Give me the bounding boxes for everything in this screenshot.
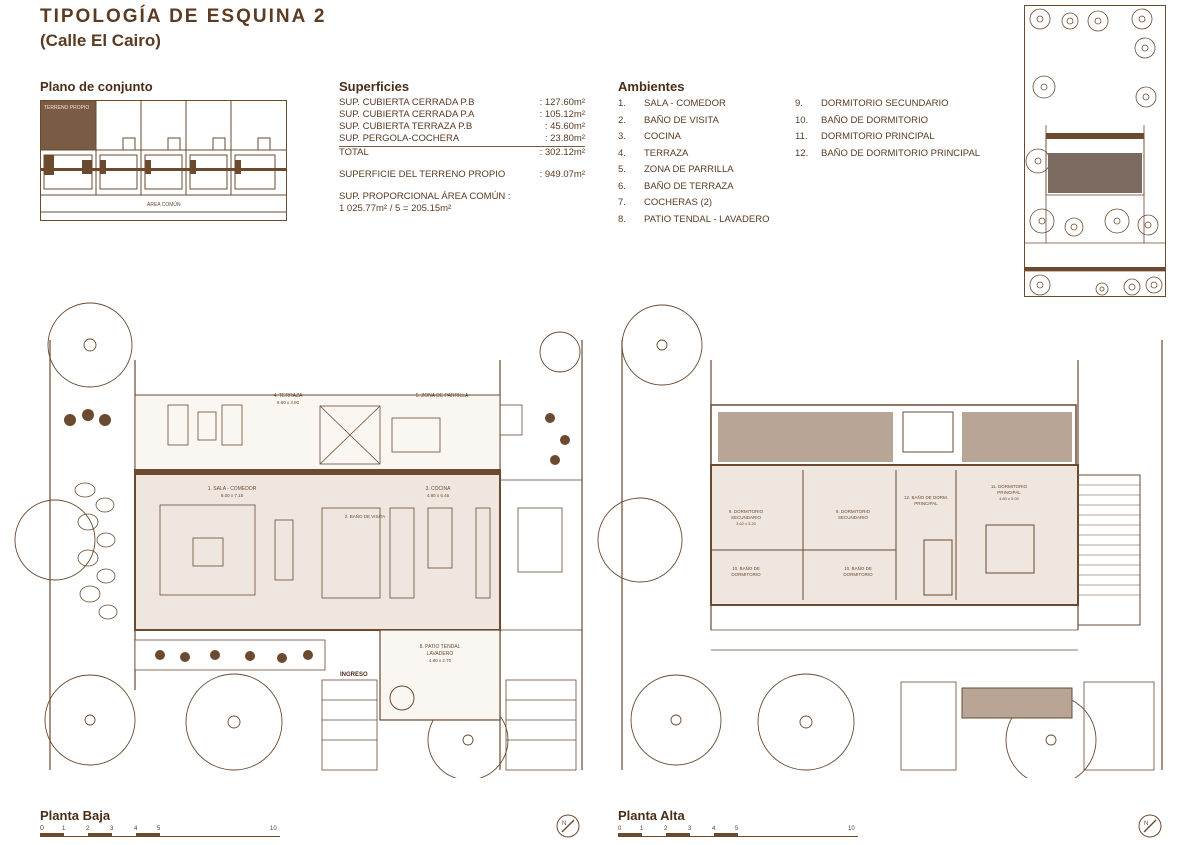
dorm-sec-a-dim: 3.62 x 3.20 [736, 521, 757, 526]
bano-b-label-2: DORMITORIO [843, 572, 873, 577]
superficie-total: TOTAL: 302.12m² [339, 147, 585, 158]
superficie-proporcional: SUP. PROPORCIONAL ÁREA COMÚN : [339, 191, 511, 202]
svg-text:5: 5 [157, 826, 161, 832]
bano-a-label: 10. BAÑO DE [732, 565, 760, 571]
dorm-sec-a-label: 9. DORMITORIO [729, 509, 764, 514]
dorm-ppal-dim: 4.80 x 5.00 [999, 496, 1020, 501]
superficie-terreno: SUPERFICIE DEL TERRENO PROPIO: 949.07m² [339, 169, 585, 180]
scale-bar-alta: 0 1 2 3 4 5 10 [618, 826, 858, 837]
plano-conjunto-heading: Plano de conjunto [40, 79, 153, 94]
ambiente-item: 6.BAÑO DE TERRAZA [618, 180, 734, 192]
dorm-ppal-label: 11. DORMITORIO [991, 484, 1028, 489]
svg-text:4: 4 [712, 826, 716, 832]
ambiente-item: 2.BAÑO DE VISITA [618, 114, 719, 126]
planta-alta-label: Planta Alta [618, 808, 685, 823]
svg-text:1: 1 [640, 826, 644, 832]
ambiente-item: 10.BAÑO DE DORMITORIO [795, 114, 928, 126]
ambiente-item: 11.DORMITORIO PRINCIPAL [795, 131, 935, 142]
svg-text:3: 3 [110, 826, 114, 832]
superficies-heading: Superficies [339, 79, 410, 94]
terraza-dim: 9.60 x 3.90 [277, 400, 300, 405]
sala-dim: 8.00 x 7.15 [221, 493, 244, 498]
superficie-row: SUP. CUBIERTA TERRAZA P.B: 45.60m² [339, 121, 585, 132]
superficies-table: SUP. CUBIERTA CERRADA P.B: 127.60m² SUP.… [339, 97, 585, 215]
dorm-sec-a-label-2: SECUNDARIO [731, 515, 762, 520]
svg-text:3: 3 [688, 826, 692, 832]
svg-text:2: 2 [664, 826, 668, 832]
area-comun-label: ÁREA COMÚN [147, 201, 181, 208]
planta-baja-plan: 4. TERRAZA 9.60 x 3.90 5. ZONA DE PARRIL… [14, 302, 583, 778]
page-title: TIPOLOGÍA DE ESQUINA 2 [40, 6, 327, 27]
svg-text:4: 4 [134, 826, 138, 832]
terreno-propio-label: TERRENO PROPIO [44, 105, 89, 111]
bano-ppal-label-2: PRINCIPAL [914, 501, 938, 506]
north-arrow-icon: N [1138, 814, 1162, 838]
superficie-proporcional-calc: 1 025.77m² / 5 = 205.15m² [339, 203, 452, 214]
patio-label-2: LAVADERO [427, 651, 454, 657]
svg-text:N: N [1144, 821, 1148, 827]
dorm-ppal-label-2: PRINCIPAL [997, 490, 1021, 495]
ambiente-item: 4.TERRAZA [618, 147, 689, 159]
ambiente-item: 7.COCHERAS (2) [618, 197, 713, 208]
sala-label: 1. SALA - COMEDOR [208, 486, 257, 492]
bano-ppal-label: 12. BAÑO DE DORM. [904, 494, 948, 500]
ambientes-heading: Ambientes [618, 79, 685, 94]
dorm-sec-b-label: 9. DORMITORIO [836, 509, 871, 514]
svg-text:10: 10 [848, 826, 855, 832]
patio-label: 8. PATIO TENDAL [420, 644, 461, 650]
ingreso-label: INGRESO [340, 672, 368, 678]
dorm-sec-b-label-2: SECUNDARIO [838, 515, 869, 520]
ambientes-list-2: 9.DORMITORIO SECUNDARIO 10.BAÑO DE DORMI… [795, 96, 980, 162]
cocina-dim: 4.80 x 6.45 [427, 493, 450, 498]
svg-text:10: 10 [270, 826, 277, 832]
svg-text:0: 0 [40, 825, 44, 832]
ambiente-item: 3.COCINA [618, 131, 681, 142]
site-plan-diagram: TERRENO PROPIO ÁREA COMÚN [40, 100, 287, 221]
planta-baja-label: Planta Baja [40, 808, 111, 823]
svg-text:1: 1 [62, 826, 66, 832]
cocina-label: 3. COCINA [425, 486, 451, 492]
patio-dim: 4.80 x 2.70 [429, 658, 452, 663]
ambiente-item: 1.SALA - COMEDOR [618, 98, 726, 109]
north-arrow-icon: N [556, 814, 580, 838]
ambiente-item: 9.DORMITORIO SECUNDARIO [795, 98, 949, 109]
parrilla-label: 5. ZONA DE PARRILLA [416, 393, 469, 399]
svg-text:N: N [562, 821, 566, 827]
ambientes-list-1: 1.SALA - COMEDOR 2.BAÑO DE VISITA 3.COCI… [618, 96, 769, 228]
scale-bar-baja: 0 1 2 3 4 5 10 [40, 825, 280, 837]
ambiente-item: 12.BAÑO DE DORMITORIO PRINCIPAL [795, 147, 981, 159]
superficie-row: SUP. PERGOLA-COCHERA: 23.80m² [339, 133, 585, 144]
bano-visita-label: 2. BAÑO DE VISITA [345, 513, 385, 519]
location-plan [1024, 5, 1166, 297]
bano-a-label-2: DORMITORIO [731, 572, 761, 577]
svg-text:2: 2 [86, 826, 90, 832]
page-subtitle: (Calle El Cairo) [40, 31, 161, 50]
superficie-row: SUP. CUBIERTA CERRADA P.B: 127.60m² [339, 97, 585, 108]
svg-text:0: 0 [618, 826, 622, 832]
superficie-row: SUP. CUBIERTA CERRADA P.A: 105.12m² [339, 109, 585, 120]
terraza-label: 4. TERRAZA [274, 393, 303, 399]
ambiente-item: 5.ZONA DE PARRILLA [618, 164, 734, 175]
ambiente-item: 8.PATIO TENDAL - LAVADERO [618, 213, 770, 225]
planta-alta-plan: 9. DORMITORIO SECUNDARIO 3.62 x 3.20 9. … [597, 304, 1163, 778]
bano-b-label: 10. BAÑO DE [844, 565, 872, 571]
svg-text:5: 5 [735, 826, 739, 832]
